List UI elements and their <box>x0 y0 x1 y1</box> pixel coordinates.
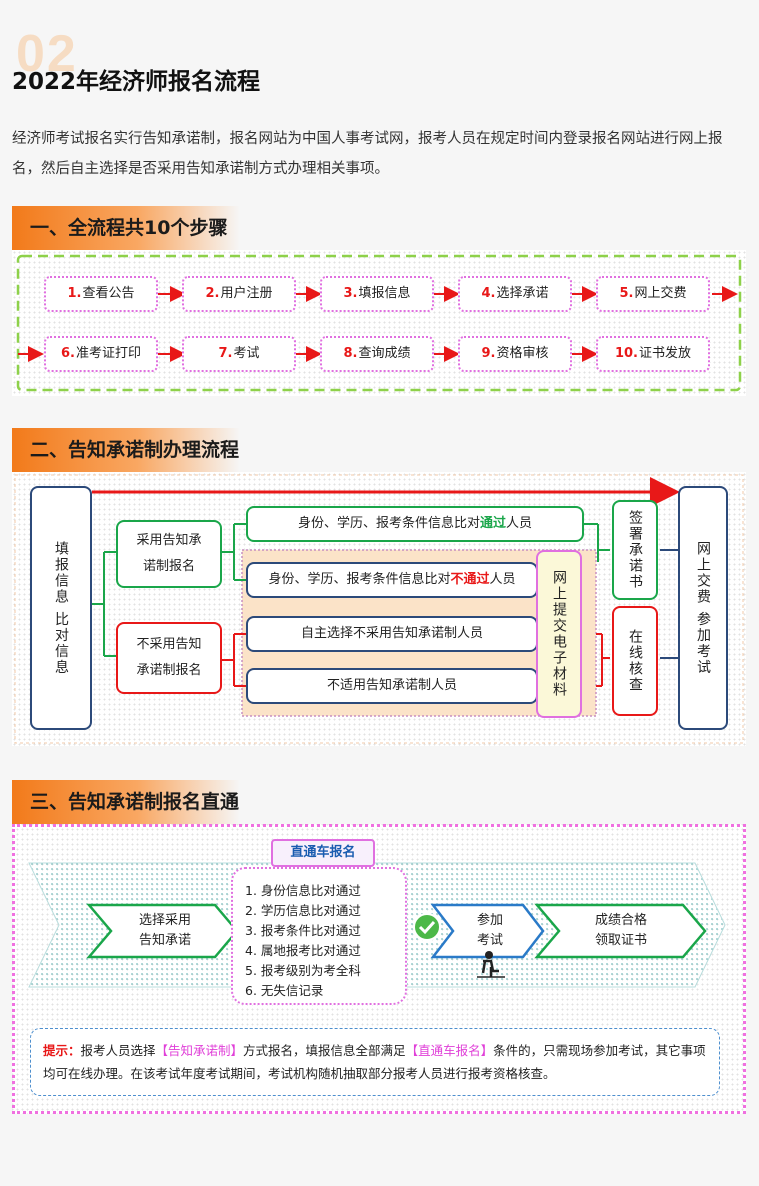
condition-item: 6. 无失信记录 <box>245 983 324 998</box>
step-8: 8.查询成绩 <box>320 336 434 372</box>
not-applicable-box: 不适用告知承诺制人员 <box>246 668 538 704</box>
step-10: 10.证书发放 <box>596 336 710 372</box>
step-3: 3.填报信息 <box>320 276 434 312</box>
page-title: 2022年经济师报名流程 <box>12 69 261 95</box>
condition-item: 5. 报考级别为考全科 <box>245 963 361 978</box>
express-scroll-title: 直通车报名 <box>271 839 375 867</box>
pay-exam-box: 网上交费 参加考试 <box>678 486 728 730</box>
section1-heading: 一、全流程共10个步骤 <box>12 206 240 250</box>
condition-item: 4. 属地报考比对通过 <box>245 943 361 958</box>
exam-person-icon <box>477 951 505 978</box>
steps-connectors <box>16 254 742 392</box>
step-7: 7.考试 <box>182 336 296 372</box>
step-5: 5.网上交费 <box>596 276 710 312</box>
steps-panel: 1.查看公告 2.用户注册 3.填报信息 4.选择承诺 5.网上交费 6.准考证… <box>12 250 746 396</box>
pass-verification-box: 身份、学历、报考条件信息比对通过人员 <box>246 506 584 542</box>
online-check-box: 在线核查 <box>612 606 658 716</box>
conditions-box: 1. 身份信息比对通过 2. 学历信息比对通过 3. 报考条件比对通过 4. 属… <box>231 867 407 1005</box>
condition-item: 2. 学历信息比对通过 <box>245 903 361 918</box>
choose-commitment-label: 选择采用 告知承诺 <box>138 913 191 948</box>
fail-verification-box: 身份、学历、报考条件信息比对不通过人员 <box>246 562 538 598</box>
condition-item: 3. 报考条件比对通过 <box>245 923 361 938</box>
condition-item: 1. 身份信息比对通过 <box>245 883 361 898</box>
section-number: 02 <box>16 25 78 83</box>
adopt-commitment-box: 采用告知承诺制报名 <box>116 520 222 588</box>
join-exam-label: 参加 考试 <box>476 913 503 948</box>
step-6: 6.准考证打印 <box>44 336 158 372</box>
step-1: 1.查看公告 <box>44 276 158 312</box>
step-9: 9.资格审核 <box>458 336 572 372</box>
section3-heading: 三、告知承诺制报名直通车 <box>12 780 240 857</box>
sign-commitment-box: 签署承诺书 <box>612 500 658 600</box>
conditions-list: 1. 身份信息比对通过 2. 学历信息比对通过 3. 报考条件比对通过 4. 属… <box>245 881 405 1001</box>
fill-info-box: 填报信息 比对信息 <box>30 486 92 730</box>
commitment-flow-panel: 填报信息 比对信息 采用告知承诺制报名 不采用告知承诺制报名 身份、学历、报考条… <box>12 472 746 746</box>
intro-paragraph: 经济师考试报名实行告知承诺制，报名网站为中国人事考试网，报考人员在规定时间内登录… <box>12 131 723 177</box>
online-submit-box: 网上提交电子材料 <box>536 550 582 718</box>
get-certificate-label: 成绩合格 领取证书 <box>594 913 647 948</box>
step-4: 4.选择承诺 <box>458 276 572 312</box>
tip-box: 提示：报考人员选择【告知承诺制】方式报名，填报信息全部满足【直通车报名】条件的，… <box>30 1028 720 1096</box>
step-2: 2.用户注册 <box>182 276 296 312</box>
self-choose-box: 自主选择不采用告知承诺制人员 <box>246 616 538 652</box>
not-adopt-commitment-box: 不采用告知承诺制报名 <box>116 622 222 694</box>
section2-heading: 二、告知承诺制办理流程 <box>12 428 240 472</box>
